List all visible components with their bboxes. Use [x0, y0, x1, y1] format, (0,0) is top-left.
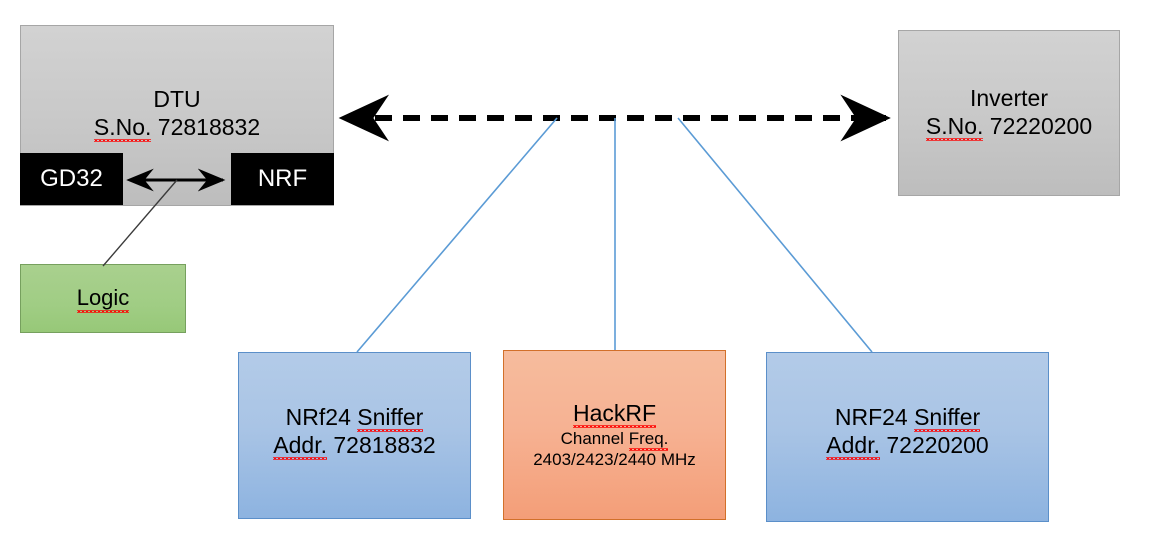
dtu-title: DTU — [153, 86, 201, 112]
sniffer-left-node[interactable]: NRf24 Sniffer Addr. 72818832 — [238, 352, 471, 519]
sniffer-right-addr: Addr. 72220200 — [826, 432, 989, 461]
nrf-label: NRF — [257, 165, 308, 193]
inverter-node[interactable]: Inverter S.No. 72220200 — [898, 30, 1120, 196]
logic-label: Logic — [76, 285, 130, 313]
dtu-serial-value: 72818832 — [157, 114, 261, 141]
sniffer-right-tap-line[interactable] — [677, 117, 873, 353]
logic-probe-link[interactable] — [102, 179, 178, 267]
sniffer-right-node[interactable]: NRF24 Sniffer Addr. 72220200 — [766, 352, 1049, 522]
hackrf-channel-label: Channel Freq. — [560, 429, 669, 451]
inverter-serial-value: 72220200 — [989, 113, 1093, 140]
nrf-chip[interactable]: NRF — [231, 153, 334, 205]
dtu-serial: S.No. 72818832 — [93, 113, 261, 143]
inverter-title: Inverter — [970, 85, 1048, 111]
inverter-serial: S.No. 72220200 — [925, 112, 1093, 142]
hackrf-frequencies: 2403/2423/2440 MHz — [533, 449, 696, 469]
hackrf-node[interactable]: HackRF Channel Freq. 2403/2423/2440 MHz — [503, 350, 726, 520]
hackrf-title: HackRF — [572, 400, 657, 429]
sniffer-left-tap-line[interactable] — [356, 117, 558, 353]
inverter-serial-prefix: S.No. — [925, 113, 984, 142]
sniffer-left-addr: Addr. 72818832 — [273, 432, 436, 461]
logic-analyzer-node[interactable]: Logic — [20, 264, 186, 333]
sniffer-left-title: NRf24 Sniffer — [285, 404, 424, 433]
dtu-serial-prefix: S.No. — [93, 114, 152, 143]
gd32-chip[interactable]: GD32 — [20, 153, 123, 205]
sniffer-right-title: NRF24 Sniffer — [834, 404, 981, 433]
gd32-label: GD32 — [40, 165, 103, 193]
